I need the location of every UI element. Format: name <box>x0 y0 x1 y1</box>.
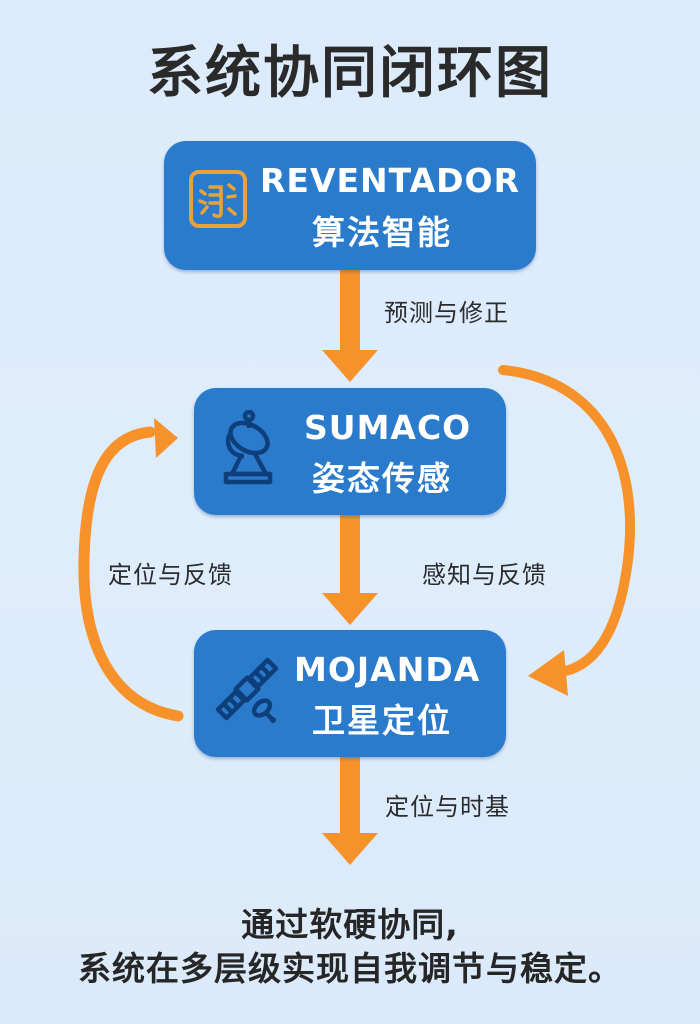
edge-label-location-timing: 定位与时基 <box>385 793 510 821</box>
arrow-perception-feedback <box>498 365 636 696</box>
node-name: REVENTADOR <box>260 161 520 200</box>
node-subtitle: 姿态传感 <box>312 459 452 498</box>
node-mojanda: MOJANDA 卫星定位 <box>194 630 506 757</box>
edge-label-predict-correct: 预测与修正 <box>384 299 509 327</box>
node-subtitle: 卫星定位 <box>312 701 452 740</box>
arrow-predict-correct <box>322 270 378 382</box>
arrow-location-timing <box>322 757 378 865</box>
algorithm-glyph-icon <box>188 169 248 229</box>
edge-label-location-feedback: 定位与反馈 <box>108 561 233 589</box>
node-sumaco: SUMACO 姿态传感 <box>194 388 506 515</box>
page-title: 系统协同闭环图 <box>147 41 553 106</box>
node-reventador: REVENTADOR 算法智能 <box>164 141 536 270</box>
node-name: MOJANDA <box>294 650 481 689</box>
footer-line-2: 系统在多层级实现自我调节与稳定。 <box>78 949 622 988</box>
node-subtitle: 算法智能 <box>312 213 452 252</box>
arrow-location-feedback <box>78 418 184 722</box>
node-name: SUMACO <box>304 408 472 447</box>
arrow-sense-to-locate <box>322 515 378 625</box>
satellite-dish-icon <box>222 409 274 486</box>
footer-line-1: 通过软硬协同, <box>241 905 459 944</box>
edge-label-perception-feedback: 感知与反馈 <box>422 561 547 589</box>
satellite-icon <box>210 652 284 726</box>
